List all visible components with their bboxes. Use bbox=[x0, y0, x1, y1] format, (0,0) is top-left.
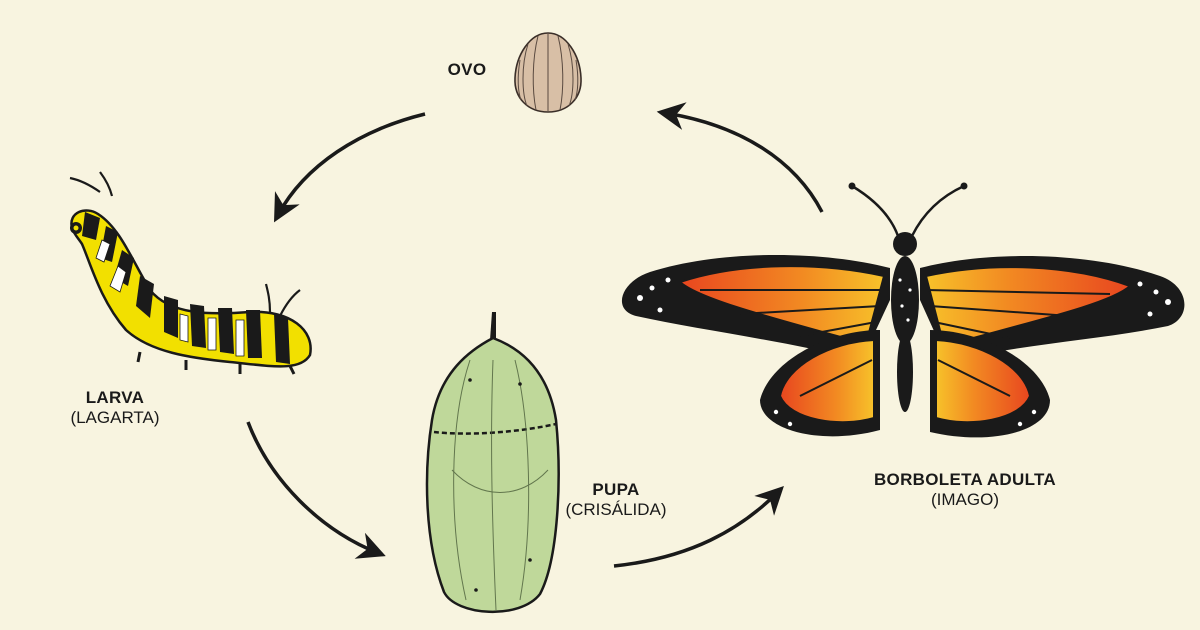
adult-butterfly-illustration bbox=[621, 182, 1185, 438]
arrow-larva-to-pupa bbox=[246, 421, 386, 559]
egg-illustration bbox=[514, 32, 582, 113]
adult-label: BORBOLETA ADULTA (IMAGO) bbox=[860, 470, 1070, 510]
adult-title: BORBOLETA ADULTA bbox=[873, 470, 1056, 489]
larva-subtitle: (LAGARTA) bbox=[70, 408, 160, 427]
arrow-pupa-to-adult bbox=[613, 486, 784, 568]
larva-illustration bbox=[69, 171, 312, 375]
egg-title: OVO bbox=[447, 60, 487, 79]
arrow-adult-to-egg bbox=[656, 102, 824, 213]
larva-title: LARVA bbox=[85, 388, 145, 407]
pupa-subtitle: (CRISÁLIDA) bbox=[565, 500, 667, 519]
pupa-title: PUPA bbox=[592, 480, 640, 499]
egg-label: OVO bbox=[432, 60, 502, 80]
pupa-illustration bbox=[425, 312, 560, 613]
larva-label: LARVA (LAGARTA) bbox=[50, 388, 180, 428]
adult-subtitle: (IMAGO) bbox=[931, 490, 999, 509]
arrow-egg-to-larva bbox=[274, 112, 426, 223]
pupa-label: PUPA (CRISÁLIDA) bbox=[556, 480, 676, 520]
